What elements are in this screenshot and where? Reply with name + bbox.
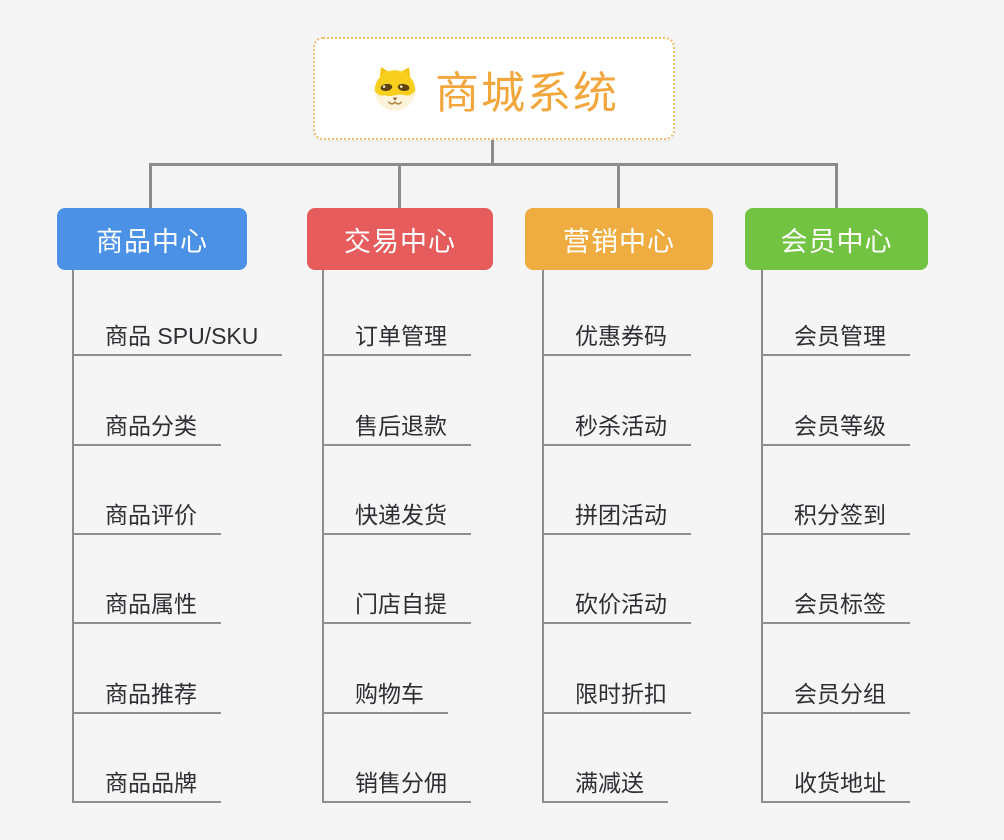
subtopic-node[interactable]: 商品属性 bbox=[72, 588, 221, 624]
subtopic-node[interactable]: 商品分类 bbox=[72, 410, 221, 446]
branch-children-products: 商品 SPU/SKU 商品分类 商品评价 商品属性 商品推荐 商品品牌 bbox=[72, 270, 322, 810]
branch-children-marketing: 优惠券码 秒杀活动 拼团活动 砍价活动 限时折扣 满减送 bbox=[542, 270, 792, 810]
subtopic-node[interactable]: 订单管理 bbox=[322, 320, 471, 356]
branch-node-marketing[interactable]: 营销中心 bbox=[525, 208, 713, 270]
root-topic-title: 商城系统 bbox=[435, 68, 619, 118]
connector-spine bbox=[761, 270, 763, 801]
connector-drop-products bbox=[149, 166, 152, 208]
connector-drop-members bbox=[835, 166, 838, 208]
dog-face-icon bbox=[374, 66, 416, 111]
connector-drop-marketing bbox=[617, 166, 620, 208]
subtopic-node[interactable]: 商品评价 bbox=[72, 499, 221, 535]
subtopic-node[interactable]: 优惠券码 bbox=[542, 320, 691, 356]
branch-label: 交易中心 bbox=[344, 226, 456, 257]
connector-spine bbox=[72, 270, 74, 801]
subtopic-node[interactable]: 商品推荐 bbox=[72, 678, 221, 714]
subtopic-node[interactable]: 快递发货 bbox=[322, 499, 471, 535]
subtopic-node[interactable]: 会员分组 bbox=[761, 678, 910, 714]
subtopic-node[interactable]: 商品 SPU/SKU bbox=[72, 320, 283, 356]
subtopic-node[interactable]: 销售分佣 bbox=[322, 767, 471, 803]
branch-node-members[interactable]: 会员中心 bbox=[745, 208, 928, 270]
branch-node-trade[interactable]: 交易中心 bbox=[307, 208, 493, 270]
connector-spine bbox=[542, 270, 544, 801]
subtopic-node[interactable]: 购物车 bbox=[322, 678, 448, 714]
subtopic-node[interactable]: 门店自提 bbox=[322, 588, 471, 624]
subtopic-node[interactable]: 积分签到 bbox=[761, 499, 910, 535]
root-topic-node[interactable]: 商城系统 bbox=[313, 37, 675, 140]
subtopic-node[interactable]: 秒杀活动 bbox=[542, 410, 691, 446]
subtopic-node[interactable]: 售后退款 bbox=[322, 410, 471, 446]
subtopic-node[interactable]: 商品品牌 bbox=[72, 767, 221, 803]
connector-drop-trade bbox=[398, 166, 401, 208]
subtopic-node[interactable]: 会员管理 bbox=[761, 320, 910, 356]
branch-children-trade: 订单管理 售后退款 快递发货 门店自提 购物车 销售分佣 bbox=[322, 270, 572, 810]
branch-label: 商品中心 bbox=[96, 226, 208, 257]
subtopic-node[interactable]: 砍价活动 bbox=[542, 588, 691, 624]
branch-label: 营销中心 bbox=[563, 226, 675, 257]
subtopic-node[interactable]: 满减送 bbox=[542, 767, 668, 803]
subtopic-node[interactable]: 会员标签 bbox=[761, 588, 910, 624]
connector-bus bbox=[149, 163, 838, 166]
subtopic-node[interactable]: 会员等级 bbox=[761, 410, 910, 446]
connector-root-stub bbox=[491, 140, 494, 165]
branch-children-members: 会员管理 会员等级 积分签到 会员标签 会员分组 收货地址 bbox=[761, 270, 1004, 810]
connector-spine bbox=[322, 270, 324, 801]
branch-label: 会员中心 bbox=[780, 226, 893, 257]
branch-node-products[interactable]: 商品中心 bbox=[57, 208, 247, 270]
subtopic-node[interactable]: 限时折扣 bbox=[542, 678, 691, 714]
subtopic-node[interactable]: 拼团活动 bbox=[542, 499, 691, 535]
subtopic-node[interactable]: 收货地址 bbox=[761, 767, 910, 803]
